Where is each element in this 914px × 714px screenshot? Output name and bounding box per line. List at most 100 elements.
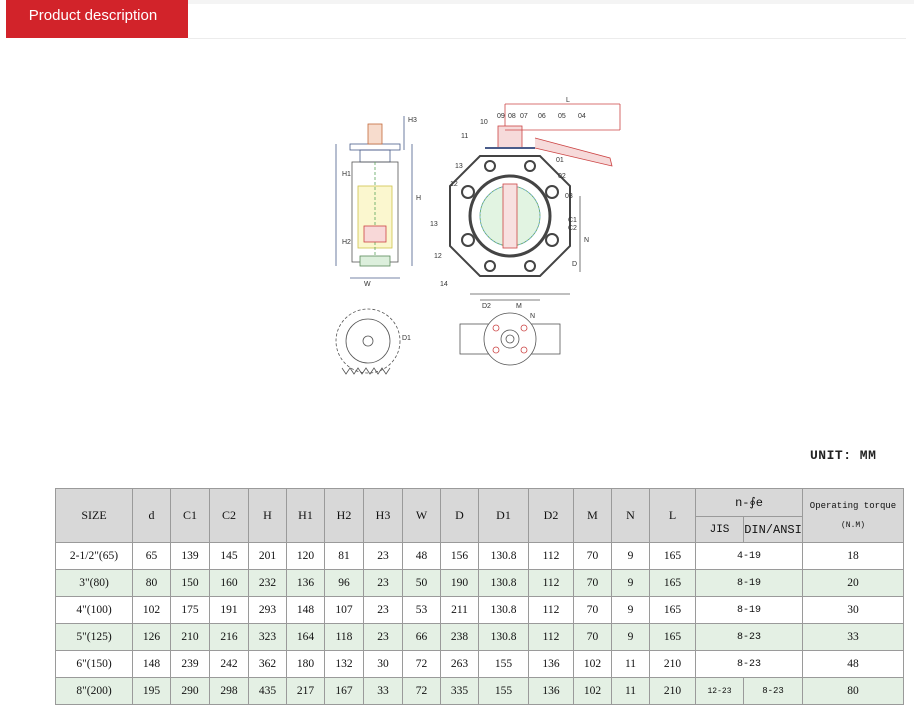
cell-d1: 155 [478, 677, 529, 705]
drawing-callout: 05 [558, 113, 566, 120]
cell-n: 9 [611, 623, 650, 651]
cell-nfe: 8-23 [694, 623, 804, 651]
cell-l: 210 [649, 650, 696, 678]
drawing-callout: C2 [568, 225, 577, 232]
cell-h3: 23 [363, 596, 403, 624]
drawing-callout: H1 [342, 171, 351, 178]
cell-h1: 217 [286, 677, 325, 705]
cell-h3: 33 [363, 677, 403, 705]
drawing-callout: H [416, 195, 421, 202]
cell-din: 8-23 [742, 677, 804, 705]
cell-l: 210 [649, 677, 696, 705]
cell-size: 3"(80) [55, 569, 133, 597]
header-l: L [649, 488, 696, 543]
header-d: d [132, 488, 171, 543]
cell-d: 102 [132, 596, 171, 624]
cell-m: 70 [573, 569, 612, 597]
cell-l: 165 [649, 596, 696, 624]
cell-size: 2-1/2"(65) [55, 542, 133, 570]
drawing-callout: 13 [430, 221, 438, 228]
drawing-callout: 02 [558, 173, 566, 180]
cell-nfe: 8-23 [694, 650, 804, 678]
cell-m: 102 [573, 650, 612, 678]
cell-torque: 30 [802, 596, 905, 624]
cell-h: 201 [248, 542, 287, 570]
cell-nfe: 8-19 [694, 596, 804, 624]
cell-c1: 175 [170, 596, 210, 624]
cell-torque: 48 [802, 650, 905, 678]
drawing-callout: H3 [408, 117, 417, 124]
cell-d: 126 [132, 623, 171, 651]
header-h: H [248, 488, 287, 543]
cell-c2: 216 [209, 623, 249, 651]
cell-n: 9 [611, 569, 650, 597]
cell-h3: 23 [363, 623, 403, 651]
cell-torque: 20 [802, 569, 905, 597]
cell-c2: 298 [209, 677, 249, 705]
cell-c2: 242 [209, 650, 249, 678]
cell-size: 8"(200) [55, 677, 133, 705]
cell-h3: 23 [363, 542, 403, 570]
cell-h: 293 [248, 596, 287, 624]
cell-torque: 18 [802, 542, 905, 570]
drawing-callout: 12 [434, 253, 442, 260]
cell-d2: 112 [528, 596, 574, 624]
cell-d1: 130.8 [478, 569, 529, 597]
cell-torque: 80 [802, 677, 905, 705]
cell-n: 9 [611, 596, 650, 624]
cell-d2: 112 [528, 623, 574, 651]
cell-w: 50 [402, 569, 441, 597]
cell-h1: 120 [286, 542, 325, 570]
cell-m: 70 [573, 596, 612, 624]
tab-product-description[interactable]: Product description [6, 0, 188, 38]
cell-h1: 136 [286, 569, 325, 597]
cell-nfe: 8-19 [694, 569, 804, 597]
cell-h3: 30 [363, 650, 403, 678]
cell-jis: 12-23 [695, 677, 744, 705]
header-h3: H3 [363, 488, 403, 543]
cell-nfe: 4-19 [694, 542, 804, 570]
cell-d: 80 [132, 569, 171, 597]
header-m: M [573, 488, 612, 543]
cell-c2: 145 [209, 542, 249, 570]
header-torque-line2: (N.M) [841, 521, 866, 530]
cell-c1: 290 [170, 677, 210, 705]
drawing-callout: N [584, 237, 589, 244]
cell-c1: 150 [170, 569, 210, 597]
cell-d1: 130.8 [478, 542, 529, 570]
cell-dd: 335 [440, 677, 479, 705]
header-h1: H1 [286, 488, 325, 543]
drawing-callout: 13 [455, 163, 463, 170]
cell-l: 165 [649, 569, 696, 597]
drawing-callout: 08 [508, 113, 516, 120]
cell-size: 4"(100) [55, 596, 133, 624]
cell-d2: 112 [528, 569, 574, 597]
drawing-callout: 11 [461, 133, 468, 140]
cell-h2: 107 [324, 596, 364, 624]
cell-m: 70 [573, 542, 612, 570]
cell-h1: 148 [286, 596, 325, 624]
cell-n: 11 [611, 677, 650, 705]
cell-d1: 155 [478, 650, 529, 678]
cell-c2: 160 [209, 569, 249, 597]
cell-c2: 191 [209, 596, 249, 624]
drawing-callout: W [364, 281, 371, 288]
drawing-callout: H2 [342, 239, 351, 246]
drawing-callout: D2 [482, 303, 491, 310]
cell-h1: 164 [286, 623, 325, 651]
header-din: DIN/ANSI [742, 516, 804, 543]
cell-l: 165 [649, 542, 696, 570]
header-d2: D2 [528, 488, 574, 543]
tab-divider [188, 38, 906, 39]
cell-size: 5"(125) [55, 623, 133, 651]
cell-m: 102 [573, 677, 612, 705]
cell-w: 72 [402, 677, 441, 705]
cell-d: 65 [132, 542, 171, 570]
spec-table: SIZE d C1 C2 H H1 H2 H3 W D D1 D2 M N L … [55, 488, 905, 705]
cell-d: 148 [132, 650, 171, 678]
cell-w: 48 [402, 542, 441, 570]
